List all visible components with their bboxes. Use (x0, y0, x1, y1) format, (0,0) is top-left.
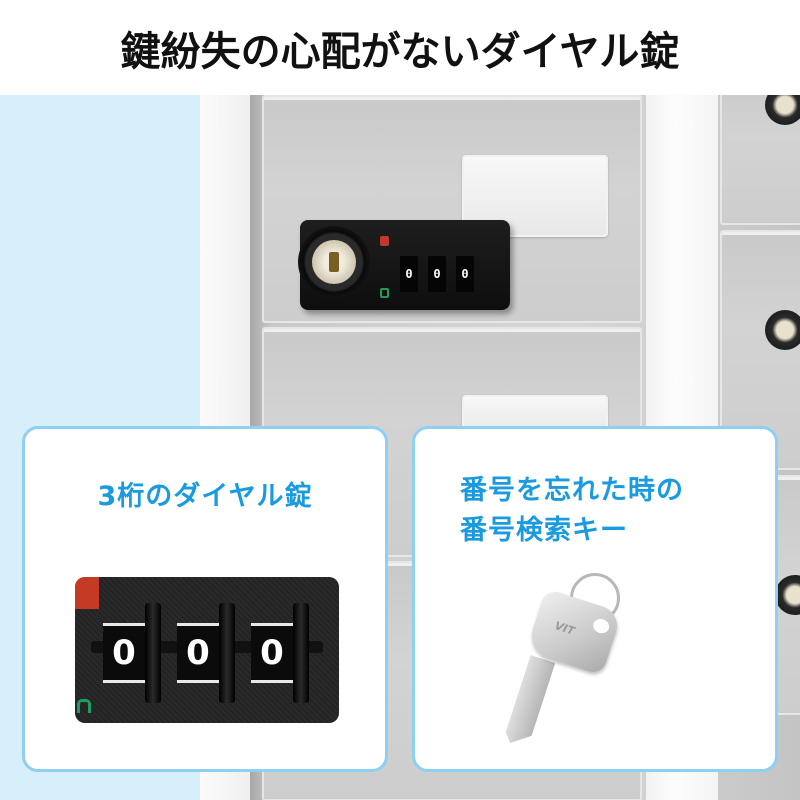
feature-card-dial-lock: 3桁のダイヤル錠 0 0 0 (22, 426, 388, 772)
key-cylinder-icon (298, 226, 370, 298)
card-title: 番号を忘れた時の 番号検索キー (460, 471, 684, 551)
key-brand: VIT (553, 619, 577, 638)
dial-closeup-image: 0 0 0 (75, 577, 339, 723)
key-icon: VIT (500, 569, 650, 759)
feature-card-search-key: 番号を忘れた時の 番号検索キー VIT (412, 426, 778, 772)
locked-icon (380, 236, 389, 246)
headline: 鍵紛失の心配がないダイヤル錠 (0, 0, 800, 95)
locked-icon (75, 577, 99, 609)
combination-lock: 0 0 0 (298, 220, 510, 310)
dial-wheel: 0 (103, 603, 165, 703)
dial-digit: 0 (400, 256, 418, 292)
unlocked-icon (77, 699, 91, 713)
dial-wheel: 0 (251, 603, 313, 703)
card-title: 3桁のダイヤル錠 (97, 481, 313, 512)
card-title-line1: 番号を忘れた時の (460, 475, 684, 506)
key-blade (503, 655, 556, 749)
card-title-line2: 番号検索キー (460, 515, 628, 546)
key-cylinder-icon (765, 95, 800, 125)
dial-wheel: 0 (177, 603, 239, 703)
dial-digit: 0 (456, 256, 474, 292)
key-cylinder-icon (775, 575, 800, 615)
unlocked-icon (380, 288, 389, 298)
dial-digit: 0 (428, 256, 446, 292)
key-cylinder-icon (765, 310, 800, 350)
